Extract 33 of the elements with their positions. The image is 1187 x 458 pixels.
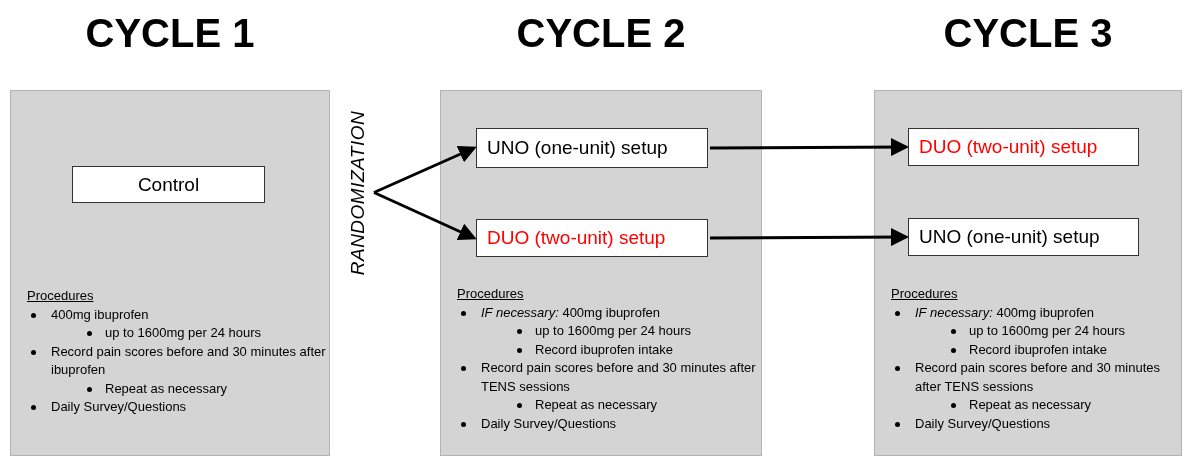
setup-box: Control	[72, 166, 265, 203]
procedure-item: IF necessary: 400mg ibuprofen	[915, 303, 1095, 322]
randomization-label: RANDOMIZATION	[347, 110, 369, 275]
procedure-item: up to 1600mg per 24 hours	[105, 324, 263, 342]
cycle-heading: CYCLE 3	[943, 11, 1113, 56]
procedure-item: Daily Survey/Questions	[481, 414, 618, 433]
arrow	[373, 191, 477, 240]
procedure-item: 400mg ibuprofen	[51, 305, 150, 324]
procedure-item: Repeat as necessary	[535, 396, 659, 414]
procedures-heading: Procedures	[457, 285, 524, 303]
cycle-heading: CYCLE 1	[85, 11, 255, 56]
procedure-item: Record pain scores before and 30 minutes after TENS sessions	[481, 359, 757, 396]
arrow	[710, 228, 909, 247]
procedure-item: Daily Survey/Questions	[51, 398, 188, 416]
arrow	[373, 145, 477, 194]
procedure-item: Daily Survey/Questions	[915, 414, 1052, 433]
setup-box: UNO (one-unit) setup	[908, 218, 1139, 256]
procedure-item: up to 1600mg per 24 hours	[535, 322, 693, 340]
setup-box: DUO (two-unit) setup	[908, 128, 1139, 166]
procedure-item: Repeat as necessary	[969, 396, 1093, 414]
procedure-item: Record pain scores before and 30 minutes after TENS sessions	[915, 359, 1161, 396]
procedures-heading: Procedures	[27, 287, 94, 305]
arrow	[710, 138, 909, 157]
procedure-item: Record pain scores before and 30 minutes after ibuprofen	[51, 342, 327, 379]
procedure-item: Repeat as necessary	[105, 379, 229, 398]
procedure-item: IF necessary: 400mg ibuprofen	[481, 303, 661, 322]
setup-box: DUO (two-unit) setup	[476, 219, 708, 257]
procedure-item: Record ibuprofen intake	[969, 340, 1109, 359]
procedure-item: Record ibuprofen intake	[535, 340, 675, 359]
procedures-heading: Procedures	[891, 285, 958, 303]
procedure-item: up to 1600mg per 24 hours	[969, 322, 1127, 340]
setup-box: UNO (one-unit) setup	[476, 128, 708, 168]
cycle-heading: CYCLE 2	[516, 11, 686, 56]
